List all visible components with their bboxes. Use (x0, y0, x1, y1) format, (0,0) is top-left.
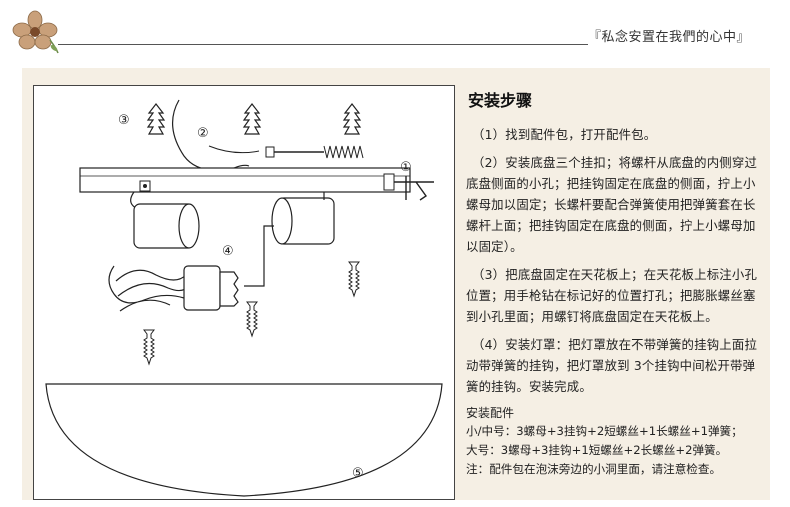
instructions: 安装步骤 （1）找到配件包，打开配件包。 （2）安装底盘三个挂扣；将螺杆从底盘的… (466, 88, 766, 479)
instructions-title: 安装步骤 (468, 91, 533, 110)
step-3: （3）把底盘固定在天花板上；在天花板上标注小孔位置；用手枪钻在标记好的位置打孔；… (466, 267, 758, 324)
label-2: ② (197, 126, 209, 141)
installation-diagram: ③ ② ① ④ ⑤ (33, 85, 455, 500)
flower-logo-icon (12, 10, 59, 54)
wall-anchor-icon (146, 103, 362, 135)
label-1: ① (400, 160, 412, 175)
label-4: ④ (222, 244, 234, 259)
step-4: （4）安装灯罩：把灯罩放在不带弹簧的挂钩上面拉动带弹簧的挂钩，把灯罩放到 3个挂… (466, 337, 758, 394)
slogan: 『私念安置在我們的心中』 (588, 30, 751, 45)
header-divider (58, 44, 588, 45)
label-5: ⑤ (352, 466, 364, 481)
parts-small-medium: 小/中号：3螺母+3挂钩+2短螺丝+1长螺丝+1弹簧； (466, 424, 743, 438)
parts-title: 安装配件 (466, 406, 515, 420)
step-1: （1）找到配件包，打开配件包。 (472, 127, 657, 142)
header: 『私念安置在我們的心中』 (0, 0, 790, 58)
parts-large: 大号：3螺母+3挂钩+1短螺丝+2长螺丝+2弹簧。 (466, 443, 728, 457)
step-2: （2）安装底盘三个挂扣；将螺杆从底盘的内侧穿过底盘侧面的小孔；把挂钩固定在底盘的… (466, 155, 758, 254)
diagram-drawing (45, 99, 443, 497)
parts-note: 注：配件包在泡沫旁边的小洞里面，请注意检查。 (466, 462, 722, 476)
label-3: ③ (118, 113, 130, 128)
